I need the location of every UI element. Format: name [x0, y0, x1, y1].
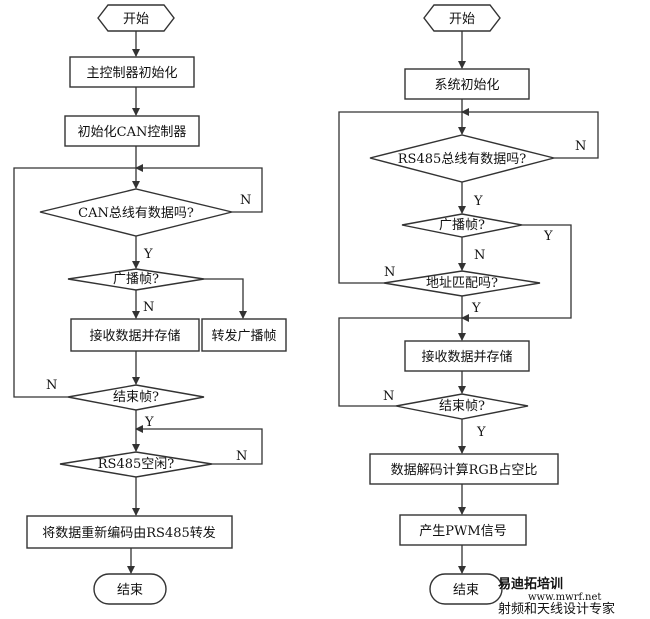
- watermark-slogan: 射频和天线设计专家: [498, 601, 615, 617]
- left-init-main-box: [69, 56, 195, 88]
- left-start-terminal: [97, 4, 175, 32]
- left-forward-box: [201, 318, 287, 352]
- left-flowchart: 开始 主控制器初始化 初始化CAN控制器 CAN总线有数据吗? N Y 广播帧?…: [13, 4, 287, 605]
- right-broadcast-no-label: N: [474, 248, 485, 263]
- right-receive-box: [404, 340, 530, 372]
- watermark-brand: 易迪拓培训: [498, 576, 563, 592]
- right-address-decision: [383, 270, 541, 297]
- right-flowchart: 开始 系统初始化 RS485总线有数据吗? N Y 广播帧? Y N 地址匹配吗…: [338, 4, 599, 605]
- right-end-frame-no-label: N: [383, 389, 394, 404]
- right-broadcast-yes-arrow: [461, 224, 572, 322]
- right-end-text: 结束: [453, 583, 479, 598]
- left-receive-text: 接收数据并存储: [89, 328, 180, 344]
- left-reencode-text: 将数据重新编码由RS485转发: [42, 525, 216, 541]
- left-end-frame-decision: [67, 384, 205, 411]
- right-pwm-box: [399, 514, 527, 546]
- right-end-frame-no-loop: [338, 317, 462, 407]
- left-rs485-no-loop: [135, 425, 263, 465]
- left-broadcast-text: 广播帧?: [113, 272, 159, 287]
- right-end-frame-yes-label: Y: [476, 425, 486, 440]
- right-rs485-data-text: RS485总线有数据吗?: [398, 152, 527, 167]
- left-init-main-text: 主控制器初始化: [86, 66, 177, 81]
- right-address-no-label: N: [384, 265, 395, 280]
- left-can-data-text: CAN总线有数据吗?: [78, 206, 194, 221]
- right-rs485-no-loop: [461, 108, 599, 159]
- left-forward-text: 转发广播帧: [211, 328, 276, 344]
- right-broadcast-text: 广播帧?: [439, 218, 485, 233]
- left-init-can-box: [64, 115, 200, 147]
- left-start-text: 开始: [123, 12, 149, 27]
- right-broadcast-yes-label: Y: [543, 229, 553, 244]
- right-start-terminal: [423, 4, 501, 32]
- left-end-text: 结束: [117, 583, 143, 598]
- right-address-text: 地址匹配吗?: [426, 276, 498, 291]
- right-rs485-no-label: N: [575, 139, 586, 154]
- right-pwm-text: 产生PWM信号: [419, 524, 506, 539]
- left-end-terminal: [93, 573, 167, 605]
- left-can-yes-label: Y: [143, 247, 153, 262]
- left-end-frame-no-label: N: [46, 378, 57, 393]
- left-end-frame-no-loop: [13, 167, 136, 398]
- left-rs485-idle-text: RS485空闲?: [98, 457, 175, 472]
- right-start-text: 开始: [449, 12, 475, 27]
- left-reencode-box: [26, 515, 233, 549]
- left-can-no-loop: [135, 164, 263, 213]
- right-end-frame-decision: [395, 393, 529, 420]
- right-rs485-yes-label: Y: [473, 194, 483, 209]
- right-address-yes-label: Y: [471, 301, 481, 316]
- left-can-no-label: N: [240, 193, 251, 208]
- left-broadcast-yes-arrow: [204, 278, 247, 319]
- right-decode-box: [369, 453, 559, 485]
- watermark: 易迪拓培训 www.mwrf.net 射频和天线设计专家: [498, 576, 615, 617]
- left-rs485-no-label: N: [236, 449, 247, 464]
- left-broadcast-no-label: N: [143, 300, 154, 315]
- left-end-frame-yes-label: Y: [144, 415, 154, 430]
- right-receive-text: 接收数据并存储: [421, 349, 512, 365]
- watermark-site: www.mwrf.net: [528, 592, 601, 603]
- right-sys-init-text: 系统初始化: [434, 78, 499, 93]
- right-address-no-loop: [338, 111, 462, 284]
- left-init-can-text: 初始化CAN控制器: [78, 125, 187, 140]
- left-end-frame-text: 结束帧?: [113, 390, 159, 405]
- left-receive-box: [70, 318, 200, 352]
- right-sys-init-box: [404, 68, 530, 100]
- right-end-terminal: [429, 573, 503, 605]
- right-decode-text: 数据解码计算RGB占空比: [391, 463, 538, 478]
- right-end-frame-text: 结束帧?: [439, 399, 485, 414]
